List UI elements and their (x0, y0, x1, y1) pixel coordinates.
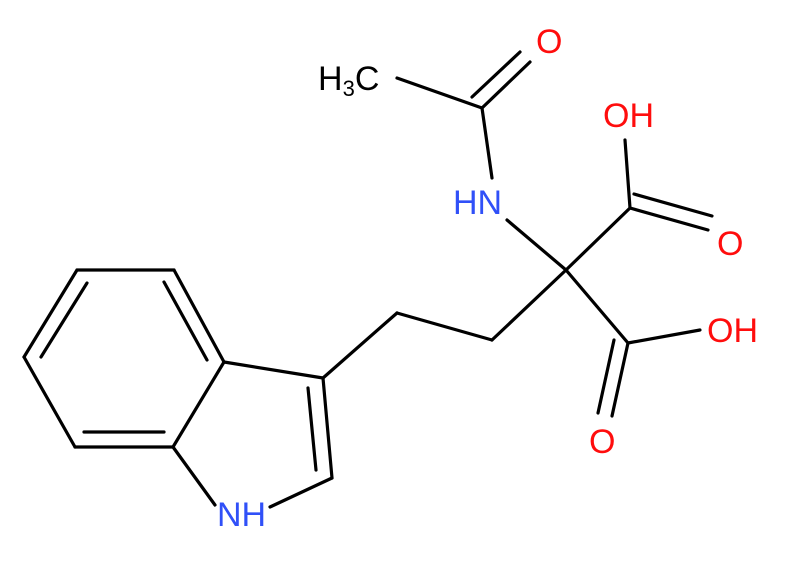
bond-c5-c6-1 (22, 268, 79, 359)
acid1-hydroxyl-label: OH (603, 97, 654, 135)
bond-c3-c3a (222, 360, 325, 380)
atom-labels: H3C O HN OH O OH O NH (217, 23, 758, 534)
bond-quaternary-acid1 (564, 206, 632, 272)
acid1-oxygen-label: O (717, 225, 743, 263)
bond-c3a-c4-2 (162, 280, 209, 362)
bond-ch2-ch2 (395, 311, 494, 342)
bond-c5-c6-2 (39, 281, 89, 359)
bond-c6-c7 (22, 355, 77, 449)
bond-methyl-carbonyl (395, 76, 484, 110)
acid2-hydroxyl-label: OH (707, 312, 758, 350)
bond-acid2-oh (626, 328, 702, 345)
bond-carbonyl-o-2 (470, 50, 522, 99)
bond-carbonyl-o-1 (480, 60, 532, 110)
bond-acid1-o-1 (628, 206, 710, 232)
bond-ch2-indole-c3 (321, 311, 399, 380)
indole-nh-label: NH (217, 496, 266, 534)
acetyl-oxygen-label: O (536, 23, 562, 61)
bond-acid2-o-2 (596, 338, 616, 415)
bond-acid1-oh (623, 138, 632, 210)
acid2-oxygen-label: O (589, 423, 615, 461)
bond-n-quaternary-c (505, 218, 568, 272)
bonds (22, 50, 714, 509)
bond-n1-c7a (171, 445, 217, 507)
bond-c3a-c4-1 (172, 268, 226, 364)
bond-c3-c2-1 (321, 376, 334, 480)
amide-nh-label: HN (453, 184, 502, 222)
methyl-label: H3C (318, 60, 379, 101)
bond-quaternary-acid2 (564, 268, 630, 345)
bond-acid2-o-1 (610, 341, 630, 418)
bond-c3-c2-2 (306, 386, 318, 472)
bond-quaternary-ch2 (490, 268, 568, 342)
bond-c7a-c3a (171, 360, 226, 449)
bond-acid1-o-2 (632, 192, 714, 218)
bond-c2-n1 (268, 476, 334, 509)
bond-carbonyl-n (480, 106, 494, 180)
